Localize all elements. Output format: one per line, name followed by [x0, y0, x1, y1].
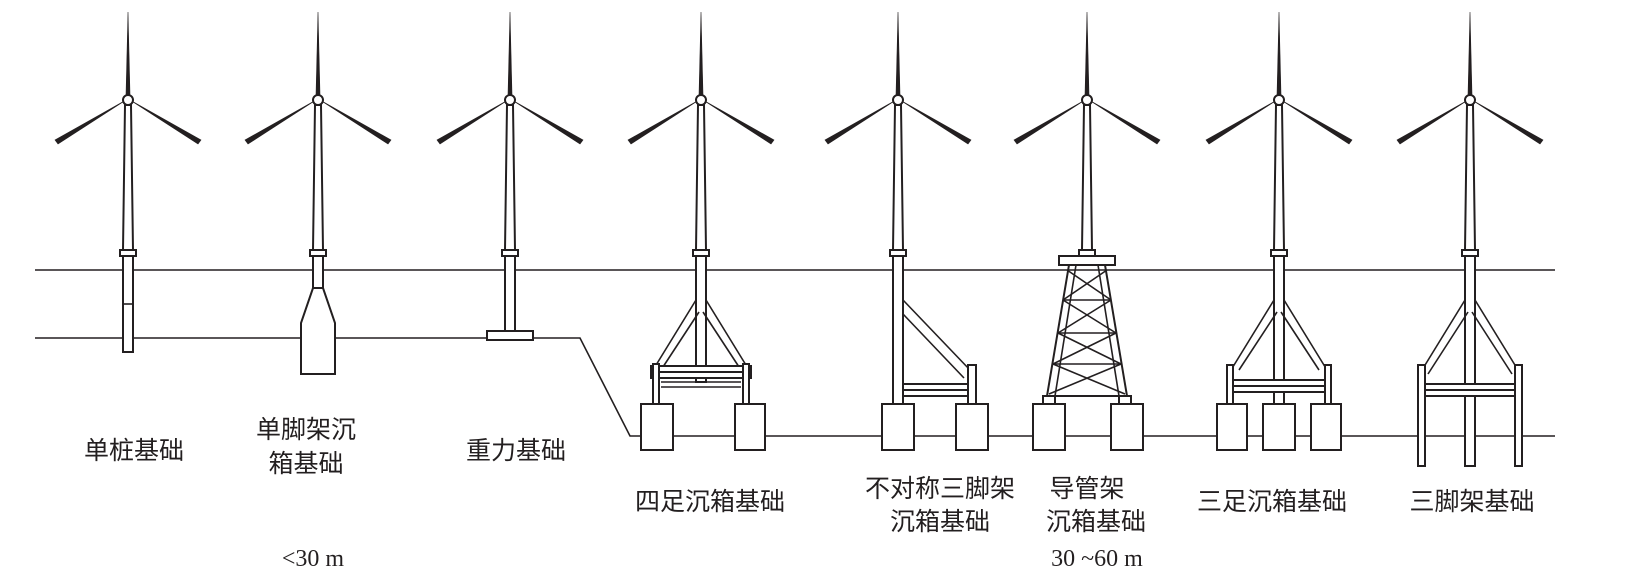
caisson — [300, 287, 336, 375]
turbine-rotor — [1205, 11, 1353, 145]
depth-labels: <30 m 30 ~60 m — [282, 546, 1143, 572]
turbine-rotor — [627, 11, 775, 145]
caisson — [1262, 403, 1296, 451]
label-single-leg-caisson-line1: 单脚架沉 — [256, 415, 356, 444]
caisson — [640, 403, 674, 451]
foundation-labels: 单桩基础 单脚架沉 箱基础 重力基础 四足沉箱基础 不对称三脚架 沉箱基础 导管… — [84, 415, 1535, 536]
label-jacket-caisson-line2: 沉箱基础 — [1046, 507, 1146, 536]
turbine-rotor — [1013, 11, 1161, 145]
label-four-leg-caisson: 四足沉箱基础 — [635, 487, 785, 516]
label-asymmetric-tripod-caisson-line2: 沉箱基础 — [890, 507, 990, 536]
turbine-tower — [1463, 104, 1477, 251]
depth-label-shallow: <30 m — [282, 546, 345, 572]
turbine-rotor — [824, 11, 972, 145]
jacket-platform — [1058, 255, 1116, 266]
caisson — [1110, 403, 1144, 451]
caisson — [1310, 403, 1342, 451]
turbine-tower — [1272, 104, 1286, 251]
turbine-rotor — [244, 11, 392, 145]
label-jacket-caisson-line1: 导管架 — [1049, 474, 1124, 503]
turbine-tower — [1080, 104, 1094, 251]
label-tripod: 三脚架基础 — [1409, 487, 1534, 516]
label-asymmetric-tripod-caisson-line1: 不对称三脚架 — [865, 474, 1015, 503]
turbine-rotor — [436, 11, 584, 145]
depth-label-medium: 30 ~60 m — [1051, 546, 1143, 572]
tripod-pile — [1417, 364, 1426, 467]
turbine-gravity — [436, 11, 584, 341]
turbine-tower — [891, 104, 905, 251]
turbine-tower — [694, 104, 708, 251]
caisson — [1032, 403, 1066, 451]
gravity-base — [486, 330, 534, 341]
turbine-rotor — [54, 11, 202, 145]
caisson — [881, 403, 915, 451]
turbine-tower — [503, 104, 517, 251]
label-single-leg-caisson-line2: 箱基础 — [268, 449, 343, 478]
label-monopile: 单桩基础 — [84, 436, 184, 465]
turbine-tripod — [1396, 11, 1544, 467]
label-three-leg-caisson: 三足沉箱基础 — [1197, 487, 1347, 516]
turbine-monopile — [54, 11, 202, 353]
turbine-rotor — [1396, 11, 1544, 145]
turbine-asymmetric-tripod-caisson — [824, 11, 989, 451]
jacket-frame — [1045, 264, 1129, 397]
turbine-jacket-caisson — [1013, 11, 1161, 451]
caisson — [734, 403, 766, 451]
turbine-three-leg-caisson — [1205, 11, 1353, 451]
turbine-single-leg-caisson — [244, 11, 392, 375]
caisson — [955, 403, 989, 451]
turbine-tower — [311, 104, 325, 251]
turbine-four-leg-caisson — [627, 11, 775, 451]
label-gravity: 重力基础 — [466, 436, 566, 465]
turbine-tower — [121, 104, 135, 251]
caisson — [1216, 403, 1248, 451]
tripod-pile — [1514, 364, 1523, 467]
